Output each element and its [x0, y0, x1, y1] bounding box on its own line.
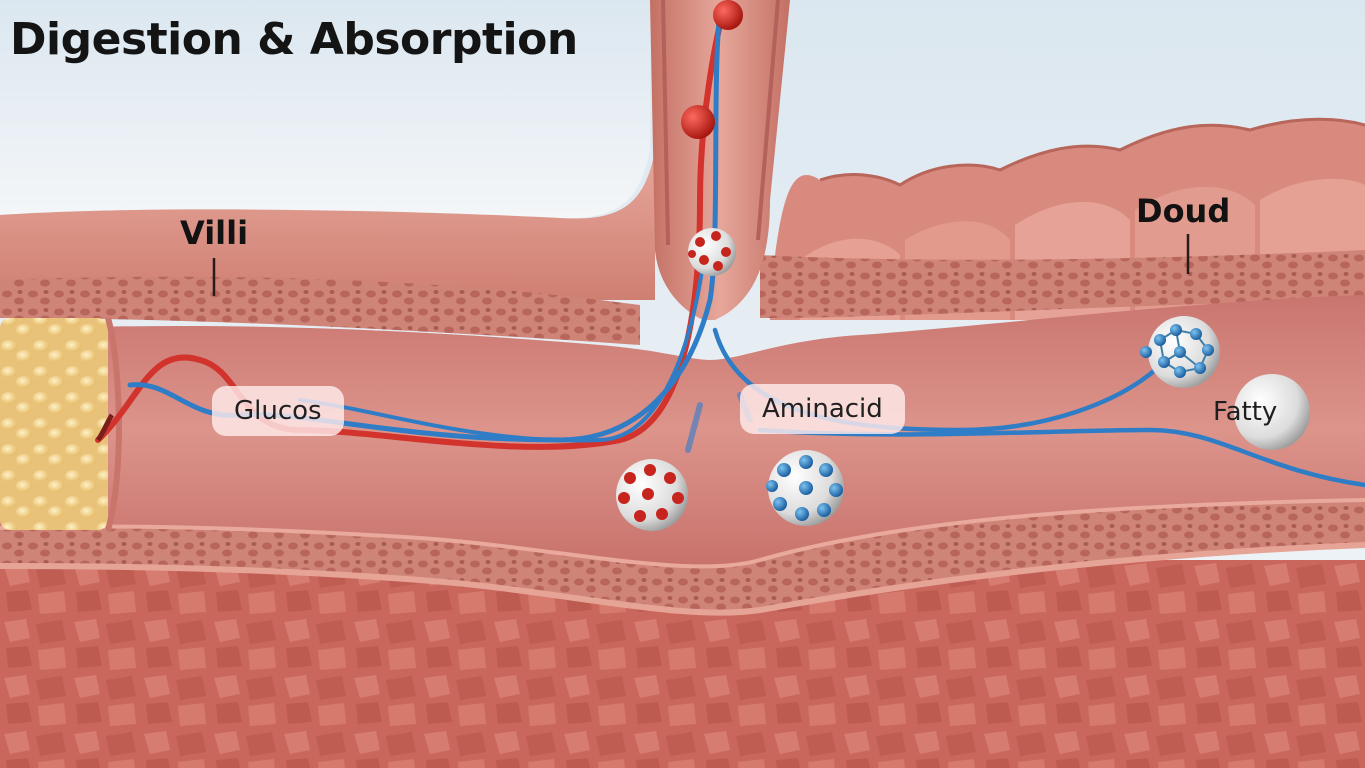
intestinal-lumen	[0, 295, 1365, 565]
label-fatty: Fatty	[1213, 397, 1278, 427]
diagram-title: Digestion & Absorption	[10, 14, 578, 65]
fat-tissue	[0, 318, 108, 530]
amino-acid-molecule	[766, 450, 844, 526]
lacteal-right	[757, 427, 1365, 488]
lipid-molecule	[1140, 316, 1220, 388]
villus-stem	[650, 0, 790, 320]
vein-branch	[298, 248, 707, 443]
label-villi: Villi	[180, 214, 249, 252]
label-glucose: Glucos	[212, 386, 344, 436]
label-doud: Doud	[1136, 192, 1231, 230]
lower-cell-layer	[0, 500, 1365, 613]
glucose-molecule	[616, 459, 688, 531]
artery	[95, 2, 728, 450]
upper-wall-left	[0, 150, 655, 300]
upper-cell-layer	[0, 276, 640, 345]
red-blood-cell	[713, 0, 743, 30]
upper-cell-layer-right	[760, 250, 1365, 318]
red-blood-cell	[681, 105, 715, 139]
label-amino-acid: Aminacid	[740, 384, 905, 434]
molecule-stem	[688, 228, 736, 276]
fatty-droplet	[1234, 374, 1310, 450]
sky-left	[0, 0, 650, 219]
